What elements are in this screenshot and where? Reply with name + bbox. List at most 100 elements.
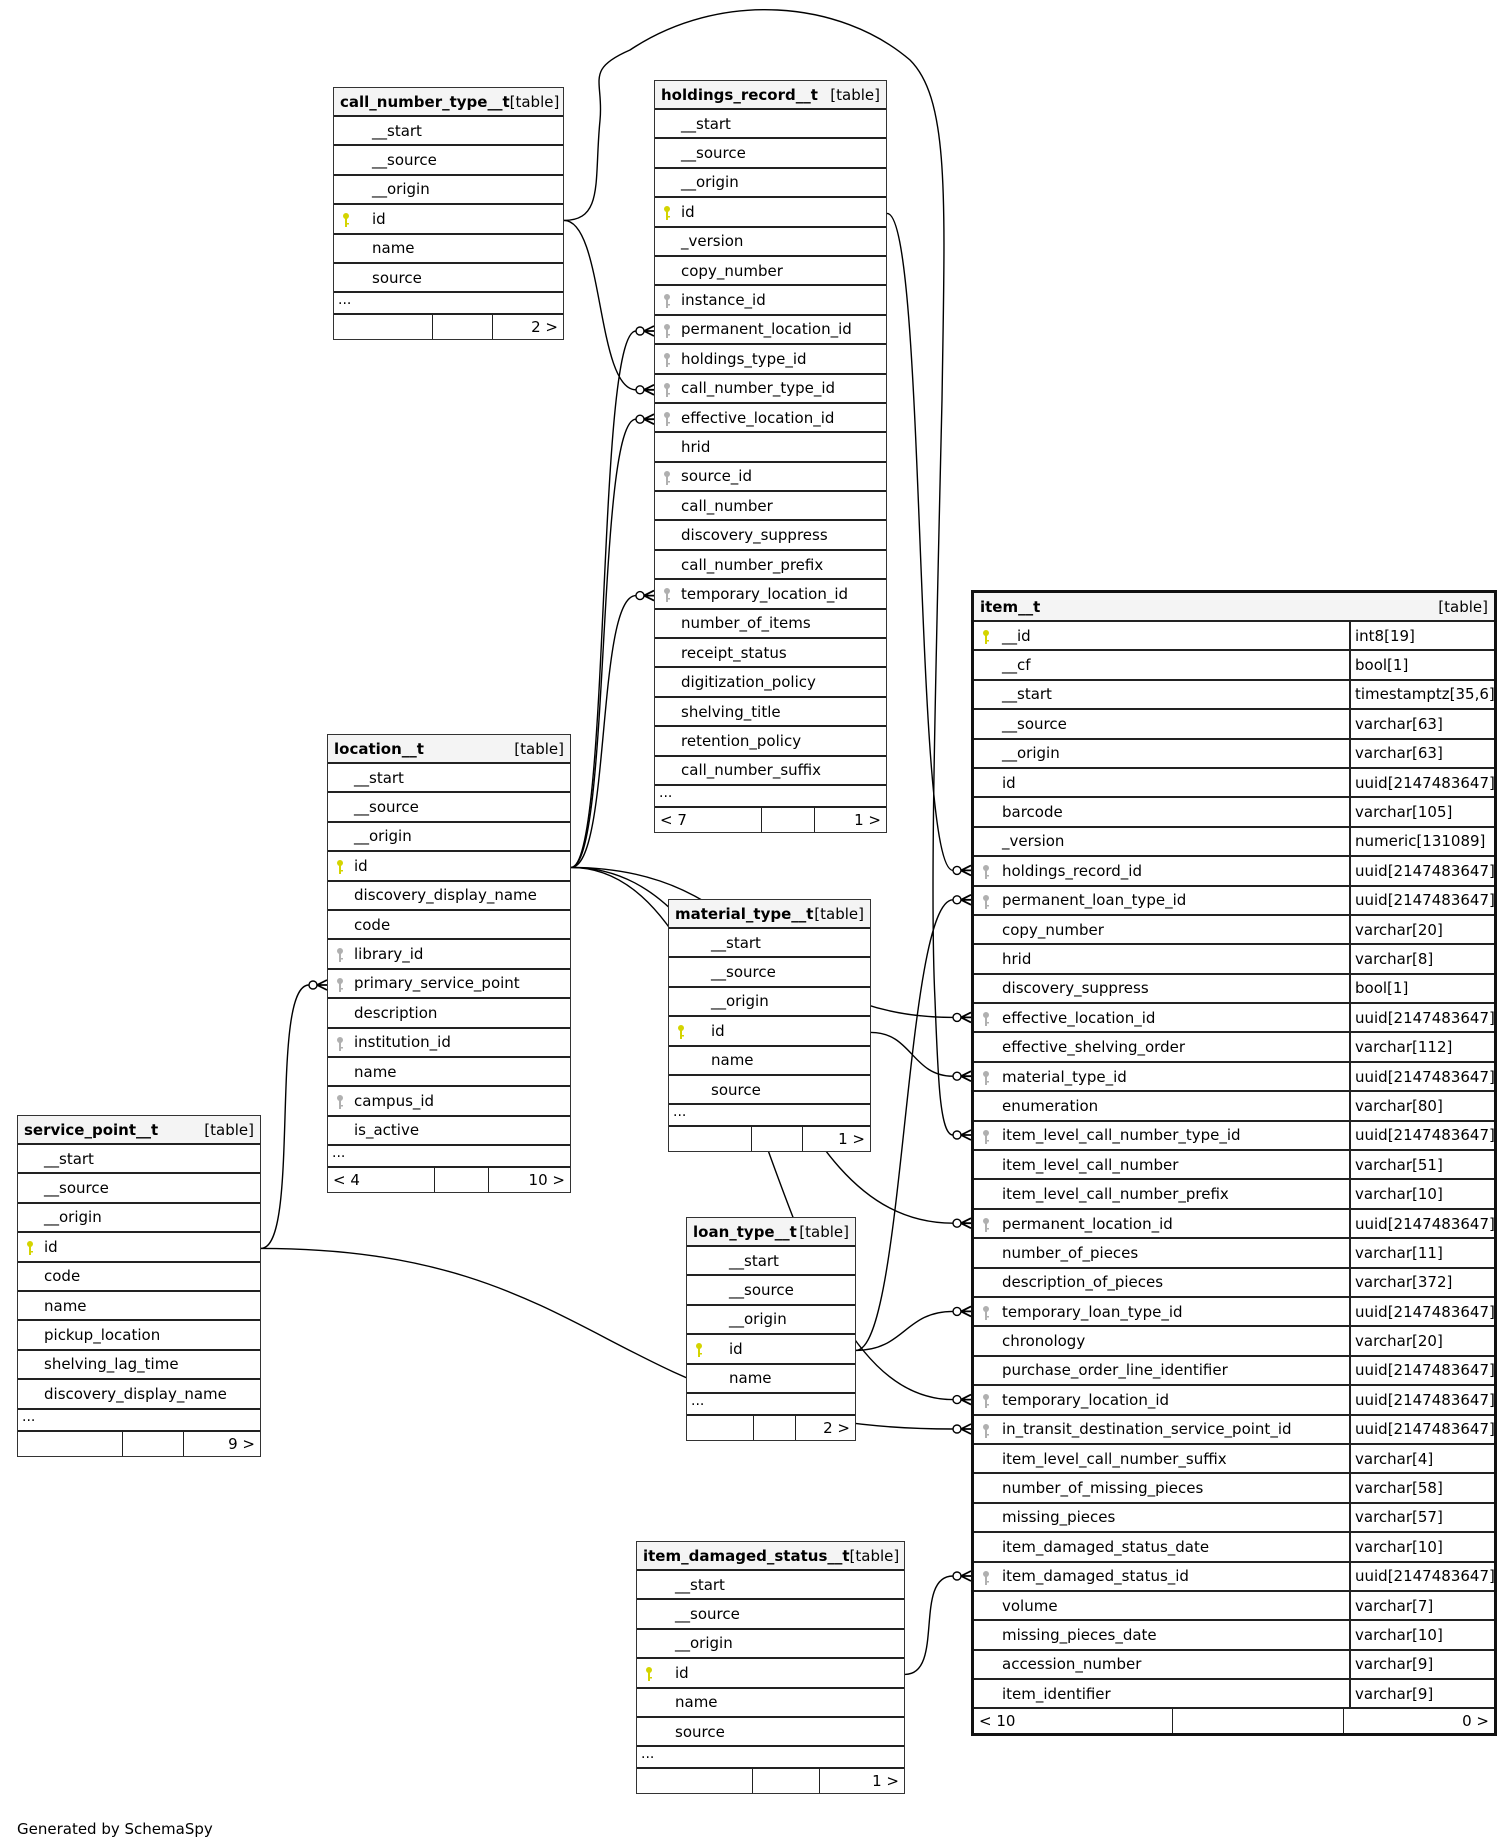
more-columns-ellipsis[interactable]: ... bbox=[655, 786, 886, 808]
column-row[interactable]: __source bbox=[637, 1600, 904, 1630]
column-row[interactable]: number_of_items bbox=[655, 610, 886, 640]
column-row[interactable]: shelving_title bbox=[655, 698, 886, 728]
column-row[interactable]: id bbox=[18, 1233, 260, 1263]
column-row[interactable]: receipt_status bbox=[655, 639, 886, 669]
parents-count[interactable]: < 4 bbox=[333, 1171, 360, 1190]
more-columns-ellipsis[interactable]: ... bbox=[18, 1410, 260, 1432]
column-row[interactable]: __origin bbox=[328, 823, 570, 853]
more-columns-ellipsis[interactable]: ... bbox=[334, 293, 563, 316]
column-row[interactable]: campus_id bbox=[328, 1087, 570, 1117]
column-row[interactable]: __source bbox=[669, 958, 870, 988]
more-columns-ellipsis[interactable]: ... bbox=[669, 1105, 870, 1128]
children-count[interactable]: 10 > bbox=[487, 1168, 570, 1193]
rows-count[interactable] bbox=[761, 807, 814, 832]
column-row[interactable]: description bbox=[328, 999, 570, 1029]
column-row[interactable]: call_number bbox=[655, 492, 886, 522]
table-loan-type[interactable]: loan_type__t[table]__start__source__orig… bbox=[686, 1217, 856, 1441]
column-row[interactable]: __origin bbox=[334, 176, 563, 206]
column-row[interactable]: effective_location_id bbox=[655, 404, 886, 434]
column-row[interactable]: pickup_location bbox=[18, 1321, 260, 1351]
table-holdings-record[interactable]: holdings_record__t[table]__start__source… bbox=[654, 80, 887, 833]
rows-count[interactable] bbox=[752, 1415, 795, 1440]
table-item-damaged-status[interactable]: item_damaged_status__t[table]__start__so… bbox=[636, 1541, 905, 1795]
column-row[interactable]: id bbox=[669, 1017, 870, 1047]
parents-count[interactable] bbox=[669, 1127, 751, 1151]
column-row[interactable]: call_number_prefix bbox=[655, 551, 886, 581]
column-row[interactable]: discovery_suppress bbox=[655, 521, 886, 551]
column-row[interactable]: name bbox=[328, 1058, 570, 1088]
column-row[interactable]: _version bbox=[655, 228, 886, 257]
column-row[interactable]: permanent_location_id bbox=[655, 316, 886, 346]
column-row[interactable]: source bbox=[669, 1076, 870, 1106]
column-row[interactable]: code bbox=[328, 911, 570, 941]
rows-count[interactable] bbox=[1171, 1709, 1344, 1734]
children-count[interactable]: 9 > bbox=[182, 1431, 260, 1456]
column-row[interactable]: id bbox=[637, 1659, 904, 1689]
column-row[interactable]: primary_service_point bbox=[328, 970, 570, 1000]
more-columns-ellipsis[interactable]: ... bbox=[637, 1747, 904, 1770]
column-row[interactable]: call_number_suffix bbox=[655, 757, 886, 786]
children-count[interactable]: 0 > bbox=[1343, 1709, 1494, 1734]
rows-count[interactable] bbox=[122, 1431, 183, 1456]
rows-count[interactable] bbox=[432, 315, 492, 340]
parents-count[interactable] bbox=[334, 315, 432, 339]
more-columns-ellipsis[interactable]: ... bbox=[328, 1146, 570, 1169]
column-row[interactable]: call_number_type_id bbox=[655, 375, 886, 404]
column-row[interactable]: __origin bbox=[687, 1306, 855, 1336]
children-count[interactable]: 1 > bbox=[801, 1127, 870, 1152]
column-row[interactable]: holdings_type_id bbox=[655, 345, 886, 375]
children-count[interactable]: 2 > bbox=[492, 315, 563, 340]
column-row[interactable]: name bbox=[669, 1047, 870, 1076]
table-material-type[interactable]: material_type__t[table]__start__source__… bbox=[668, 899, 871, 1153]
column-row[interactable]: discovery_display_name bbox=[328, 882, 570, 911]
column-row[interactable]: copy_number bbox=[655, 257, 886, 287]
column-row[interactable]: __start bbox=[18, 1145, 260, 1175]
table-service-point[interactable]: service_point__t[table]__start__source__… bbox=[17, 1115, 261, 1457]
parents-count[interactable] bbox=[687, 1416, 753, 1440]
children-count[interactable]: 1 > bbox=[814, 807, 886, 832]
column-row[interactable]: __start bbox=[334, 117, 563, 147]
column-row[interactable]: __start bbox=[655, 110, 886, 140]
column-row[interactable]: id bbox=[687, 1335, 855, 1365]
column-row[interactable]: __source bbox=[328, 793, 570, 823]
column-row[interactable]: __start bbox=[669, 929, 870, 959]
parents-count[interactable] bbox=[18, 1432, 122, 1456]
column-row[interactable]: retention_policy bbox=[655, 727, 886, 757]
column-row[interactable]: __origin bbox=[669, 988, 870, 1018]
parents-count[interactable]: < 7 bbox=[660, 810, 687, 829]
column-row[interactable]: __source bbox=[655, 139, 886, 169]
column-row[interactable]: __start bbox=[328, 764, 570, 794]
column-row[interactable]: __origin bbox=[18, 1204, 260, 1234]
parents-count[interactable]: < 10 bbox=[979, 1712, 1016, 1731]
column-row[interactable]: discovery_display_name bbox=[18, 1380, 260, 1410]
